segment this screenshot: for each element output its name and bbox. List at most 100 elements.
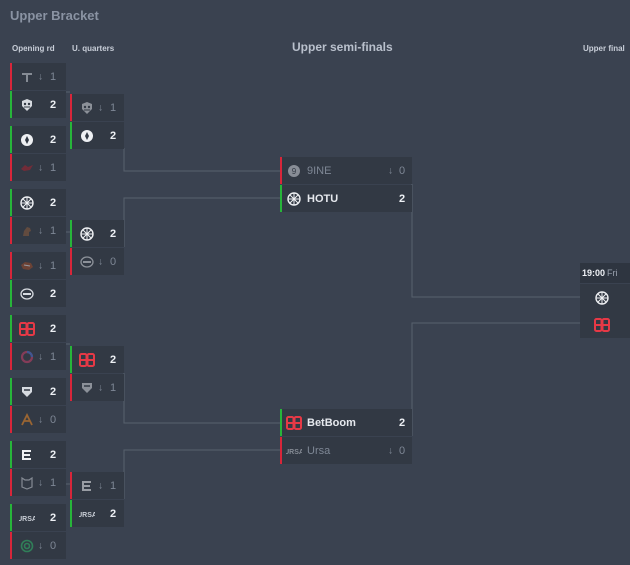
semi-team-slot[interactable]: BetBoom 2: [280, 409, 412, 436]
svg-text:URSA: URSA: [79, 512, 95, 519]
loss-arrow-icon: ↓: [38, 540, 43, 551]
final-team-slot[interactable]: [580, 284, 630, 311]
e-icon: [19, 447, 35, 463]
opening-team-slot[interactable]: 2: [10, 189, 66, 216]
quarter-team-slot[interactable]: 2: [70, 220, 124, 247]
final-day: Fri: [607, 268, 618, 278]
team-score: 0: [399, 444, 406, 457]
opening-team-slot[interactable]: 2: [10, 280, 66, 307]
team-score: 1: [110, 381, 117, 394]
team-score: 0: [50, 413, 57, 426]
team-score: 2: [399, 416, 406, 429]
column-header-quarters: U. quarters: [72, 44, 115, 53]
team-score: 2: [399, 192, 406, 205]
svg-text:URSA: URSA: [19, 516, 35, 523]
aurora-icon: [79, 128, 95, 144]
loss-arrow-icon: ↓: [98, 102, 103, 113]
team-score: 2: [50, 448, 57, 461]
column-header-opening: Opening rd: [12, 44, 55, 53]
quarter-team-slot[interactable]: ↓1: [70, 374, 124, 401]
semi-team-slot[interactable]: HOTU 2: [280, 185, 412, 212]
ursa-icon: URSA: [79, 506, 95, 522]
loss-arrow-icon: ↓: [98, 382, 103, 393]
loss-arrow-icon: ↓: [38, 225, 43, 236]
betboom-icon: [594, 317, 610, 333]
ursa-icon: URSA: [19, 510, 35, 526]
team-score: 1: [50, 70, 57, 83]
loss-arrow-icon: ↓: [388, 445, 393, 456]
hotu-icon: [79, 226, 95, 242]
team-score: 2: [110, 507, 117, 520]
team-name: HOTU: [307, 192, 339, 205]
winged-icon: [79, 254, 95, 270]
quarter-team-slot[interactable]: 2: [70, 346, 124, 373]
hotu-icon: [286, 191, 302, 207]
ring-icon: [19, 349, 35, 365]
opening-team-slot[interactable]: 2: [10, 91, 66, 118]
team-score: 1: [50, 161, 57, 174]
team-score: 0: [110, 255, 117, 268]
svg-text:9: 9: [292, 167, 297, 176]
wolf-icon: [19, 258, 35, 274]
final-match-time[interactable]: 19:00 Fri: [580, 263, 630, 283]
opening-team-slot[interactable]: ↓1: [10, 217, 66, 244]
team-score: 2: [50, 287, 57, 300]
team-score: 2: [110, 353, 117, 366]
team-name: 9INE: [307, 164, 332, 177]
shield-icon: [79, 380, 95, 396]
opening-team-slot[interactable]: ↓0: [10, 406, 66, 433]
loss-arrow-icon: ↓: [38, 71, 43, 82]
winged-icon: [19, 286, 35, 302]
bracket-title: Upper Bracket: [10, 8, 99, 23]
opening-team-slot[interactable]: 2: [10, 126, 66, 153]
spiral-icon: [19, 538, 35, 554]
opening-team-slot[interactable]: ↓1: [10, 154, 66, 181]
opening-team-slot[interactable]: ↓1: [10, 469, 66, 496]
quarter-team-slot[interactable]: ↓0: [70, 248, 124, 275]
quarter-team-slot[interactable]: ↓1: [70, 472, 124, 499]
team-score: 2: [50, 133, 57, 146]
opening-team-slot[interactable]: 2: [10, 441, 66, 468]
shield-icon: [19, 384, 35, 400]
team-score: 2: [50, 322, 57, 335]
liquid-icon: [19, 97, 35, 113]
team-score: 1: [110, 101, 117, 114]
final-team-slot[interactable]: [580, 311, 630, 338]
team-score: 0: [50, 539, 57, 552]
opening-team-slot[interactable]: ↓1: [10, 63, 66, 90]
team-score: 2: [50, 196, 57, 209]
opening-team-slot[interactable]: 2: [10, 315, 66, 342]
ursa-icon: URSA: [286, 443, 302, 459]
column-header-final: Upper final: [583, 44, 625, 53]
aurora-icon: [19, 132, 35, 148]
team-score: 0: [399, 164, 406, 177]
loss-arrow-icon: ↓: [98, 480, 103, 491]
opening-team-slot[interactable]: ↓1: [10, 252, 66, 279]
loss-arrow-icon: ↓: [38, 414, 43, 425]
betboom-icon: [79, 352, 95, 368]
e-icon: [79, 478, 95, 494]
team-name: BetBoom: [307, 416, 356, 429]
team-score: 1: [50, 350, 57, 363]
team-score: 1: [50, 259, 57, 272]
quarter-team-slot[interactable]: URSA 2: [70, 500, 124, 527]
opening-team-slot[interactable]: ↓0: [10, 532, 66, 559]
team-score: 2: [50, 385, 57, 398]
team-score: 1: [110, 479, 117, 492]
svg-text:URSA: URSA: [286, 449, 302, 456]
team-score: 2: [110, 227, 117, 240]
loss-arrow-icon: ↓: [38, 162, 43, 173]
quarter-team-slot[interactable]: ↓1: [70, 94, 124, 121]
betboom-icon: [286, 415, 302, 431]
opening-team-slot[interactable]: ↓1: [10, 343, 66, 370]
team-score: 1: [50, 476, 57, 489]
opening-team-slot[interactable]: 2: [10, 378, 66, 405]
loss-arrow-icon: ↓: [38, 351, 43, 362]
dragon-icon: [19, 160, 35, 176]
horse-icon: [19, 223, 35, 239]
quarter-team-slot[interactable]: 2: [70, 122, 124, 149]
